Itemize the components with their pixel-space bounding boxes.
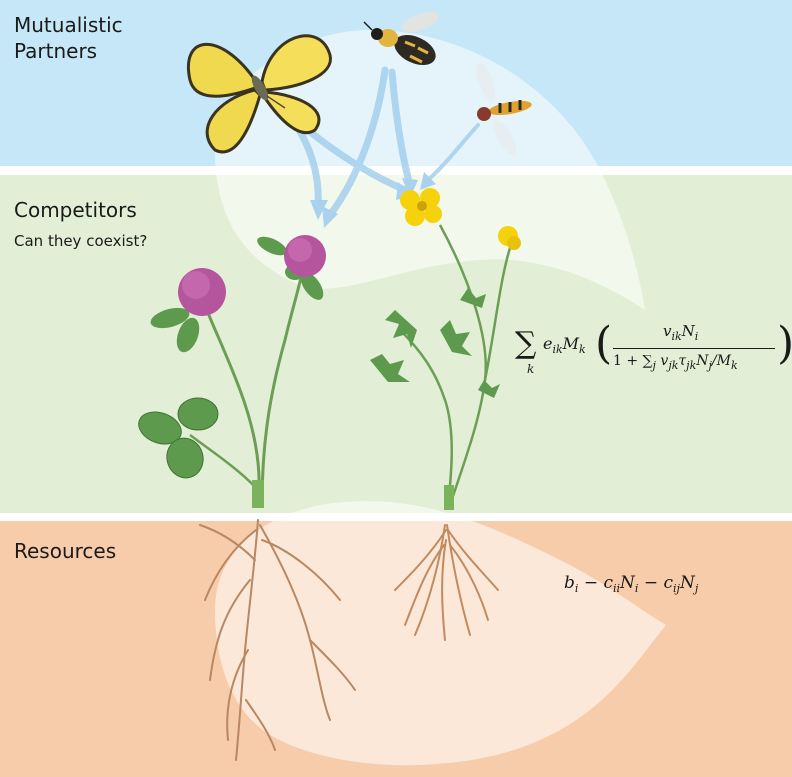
m-term: M xyxy=(562,334,580,353)
mutualism-equation: ∑ k eikMk ( vikNi 1 + ∑j vjkτjkNj/Mk ) xyxy=(515,318,792,384)
resource-region xyxy=(215,501,666,766)
buttercup-bud-icon xyxy=(498,226,521,250)
left-paren: ( xyxy=(595,318,613,369)
bee-icon xyxy=(363,11,439,66)
clover-leaf xyxy=(300,272,324,300)
mutualism-prefix: eikMk xyxy=(543,334,586,356)
denom-v: v xyxy=(660,353,669,369)
e-term: e xyxy=(543,334,553,353)
n1-term: N xyxy=(620,573,635,593)
fraction-bar xyxy=(613,348,775,349)
b-term: b xyxy=(564,573,575,593)
arrow-heads xyxy=(310,172,436,228)
denom-n-sub: j xyxy=(708,359,712,372)
butterfly-icon xyxy=(187,34,332,154)
n1-sub: i xyxy=(634,582,639,595)
clover-leaf xyxy=(257,236,287,256)
c2-term: − c xyxy=(638,573,674,593)
denom-n: N xyxy=(696,353,709,369)
buttercup-leaf-cluster xyxy=(370,288,500,398)
resources-label: Resources xyxy=(14,539,117,563)
arrow-bee-clover xyxy=(326,66,389,219)
sum-index: k xyxy=(527,362,535,376)
mutualism-region xyxy=(214,30,646,310)
numerator: vikNi xyxy=(663,322,698,343)
resource-equation: bi − ciiNi − cijNj xyxy=(564,573,698,595)
n-sub: i xyxy=(694,330,699,343)
n-term: N xyxy=(681,322,695,340)
clover-leaf xyxy=(150,307,190,329)
b-sub: i xyxy=(574,582,579,595)
c2-sub: ij xyxy=(673,582,680,595)
denom-v-sub: jk xyxy=(668,359,679,372)
mutualistic-partners-label: Mutualistic Partners xyxy=(14,13,123,63)
n2-sub: j xyxy=(694,582,699,595)
m-sub: k xyxy=(579,343,586,356)
n2-term: N xyxy=(679,573,695,593)
denom-sum-sub: j xyxy=(652,359,656,372)
hoverfly-icon xyxy=(476,63,532,156)
denom-tau-sub: jk xyxy=(686,359,697,372)
clover-leaf xyxy=(176,317,200,353)
e-sub: ik xyxy=(552,343,563,356)
denominator: 1 + ∑j vjkτjkNj/Mk xyxy=(613,353,738,372)
buttercup-roots xyxy=(394,524,499,641)
competitors-label: Competitors xyxy=(14,198,137,222)
c1-term: − c xyxy=(578,573,613,593)
right-paren: ) xyxy=(777,318,792,369)
clover-leaf-cluster xyxy=(138,397,219,479)
sum-symbol: ∑ xyxy=(515,326,537,361)
denom-lead: 1 + ∑ xyxy=(613,353,653,369)
denom-tau: τ xyxy=(678,353,687,369)
v-sub: ik xyxy=(671,330,682,343)
coexistence-question: Can they coexist? xyxy=(14,232,148,250)
denom-m-sub: k xyxy=(730,359,738,372)
denom-m: /M xyxy=(711,353,731,369)
v-term: v xyxy=(663,322,672,340)
clover-plant xyxy=(138,235,326,508)
arrow-bee-buttercup xyxy=(388,68,414,189)
buttercup-flower-icon xyxy=(400,188,442,226)
buttercup-plant xyxy=(370,188,521,510)
clover-roots xyxy=(199,519,356,761)
c1-sub: ii xyxy=(613,582,621,595)
arrow-fly-buttercup xyxy=(426,123,480,182)
